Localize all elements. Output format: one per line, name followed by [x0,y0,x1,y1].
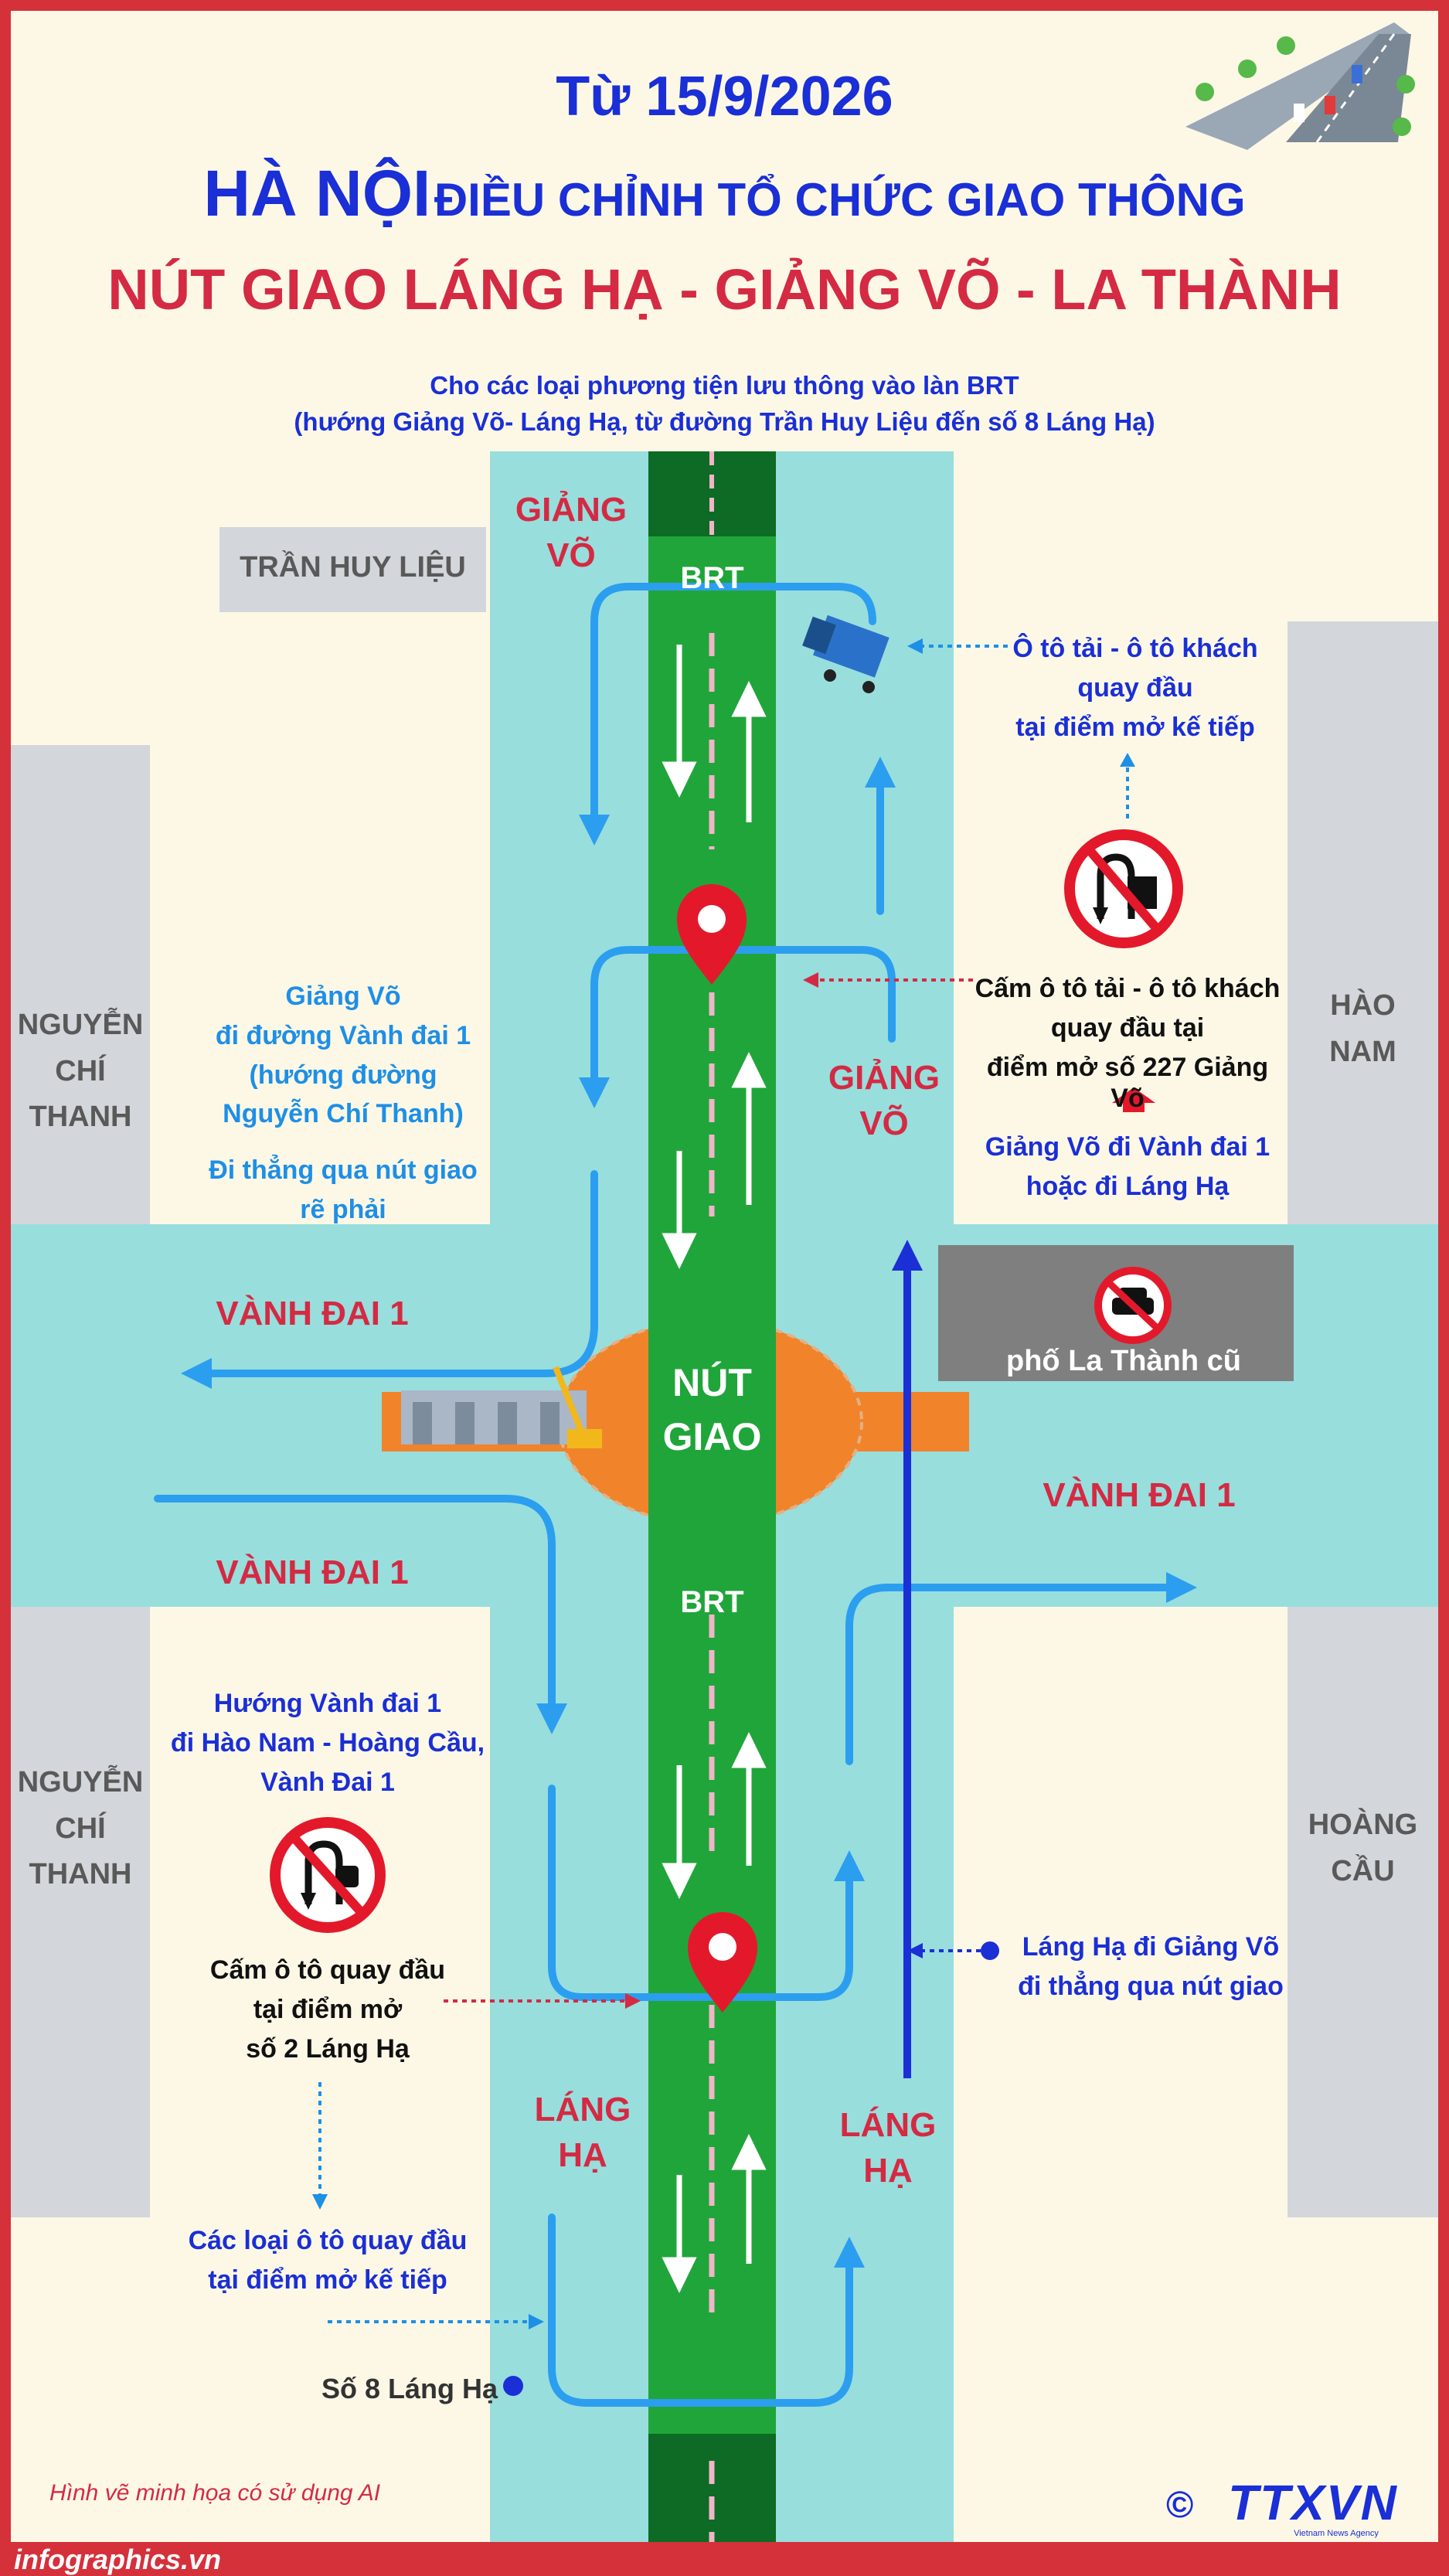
map-pin-icon [688,1912,757,2013]
dot-so8 [503,2376,523,2396]
intro-note-line1: Cho các loại phương tiện lưu thông vào l… [430,371,1019,400]
street-lang-ha-right: LÁNG HẠ [839,2106,937,2190]
brt-label-mid: BRT [680,1585,744,1619]
block-nguyen-chi-thanh-top [11,745,150,1224]
block-nguyen-chi-thanh-bottom [11,1607,150,2217]
date-line: Từ 15/9/2026 [556,66,893,128]
note-gv-to-vd1: Giảng Võ đi Vành đai 1 hoặc đi Láng Hạ [985,1132,1270,1201]
street-la-thanh-cu: phố La Thành cũ [1006,1345,1241,1377]
traffic-diagram [11,22,1438,2542]
street-tran-huy-lieu: TRẦN HUY LIỆU [240,551,466,584]
site-link[interactable]: infographics.vn [14,2544,222,2575]
no-car-sign-icon [1094,1267,1172,1344]
note-lh-to-gv: Láng Hạ đi Giảng Võ đi thẳng qua nút gia… [1018,1932,1284,2001]
pointer-arrowheads [312,638,1135,2329]
note-ban-car: Cấm ô tô quay đầu tại điểm mở số 2 Láng … [209,1955,446,2064]
infographic-frame: Từ 15/9/2026 HÀ NỘI ĐIỀU CHỈNH TỔ CHỨC G… [11,11,1438,2542]
block-tran-huy-lieu [219,527,486,612]
street-vanh-dai-left-top: VÀNH ĐAI 1 [216,1295,409,1332]
intro-note-line2: (hướng Giảng Võ- Láng Hạ, từ đường Trần … [294,407,1155,436]
construction-site-icon [401,1366,602,1448]
page-title: NÚT GIAO LÁNG HẠ - GIẢNG VÕ - LA THÀNH [107,257,1342,322]
street-vanh-dai-left-bottom: VÀNH ĐAI 1 [216,1553,409,1591]
note-truck-uturn: Ô tô tải - ô tô khách quay đầu tại điểm … [1012,634,1258,742]
note-vd1-to-haonam: Hướng Vành đai 1 đi Hào Nam - Hoàng Cầu,… [170,1689,485,1797]
no-uturn-truck-sign-icon [1064,829,1183,948]
street-nguyen-chi-thanh-top: NGUYỄN CHÍ THANH [17,1009,144,1134]
headline-subtitle: ĐIỀU CHỈNH TỔ CHỨC GIAO THÔNG [434,174,1246,226]
note-ban-truck: Cấm ô tô tải - ô tô khách quay đầu tại đ… [975,974,1281,1114]
map-pin-icon [677,884,747,985]
ttxvn-logo: TTXVN [1228,2475,1398,2530]
up-arrow-red [1112,1087,1155,1112]
dot-lang-ha [981,1941,999,1960]
block-hao-nam [1287,621,1438,1224]
note-so8: Số 8 Láng Hạ [321,2373,498,2404]
road-illustration-icon [1185,22,1415,150]
copyright-symbol: © [1166,2485,1194,2526]
brt-lane-dark-bottom [648,2434,776,2542]
junction-label: NÚT GIAO [662,1361,762,1458]
no-uturn-car-sign-icon [270,1817,386,1933]
street-lang-ha-left: LÁNG HẠ [534,2091,631,2174]
note-straight-right: Đi thẳng qua nút giao rẽ phải [209,1155,478,1224]
note-car-uturn: Các loại ô tô quay đầu tại điểm mở kế ti… [188,2226,468,2295]
street-vanh-dai-right: VÀNH ĐAI 1 [1043,1476,1236,1514]
footer-bar: infographics.vn [0,2542,1449,2576]
street-hao-nam: HÀO NAM [1329,989,1396,1068]
ttxvn-logo-sub: Vietnam News Agency [1294,2529,1379,2538]
street-giang-vo-right: GIẢNG VÕ [828,1059,940,1142]
block-hoang-cau [1287,1607,1438,2217]
lane-arrows [662,645,767,2294]
headline: HÀ NỘI ĐIỀU CHỈNH TỔ CHỨC GIAO THÔNG [11,156,1438,231]
truck-icon [802,614,889,693]
pointer-lines [318,645,1129,2323]
brt-label-top: BRT [680,561,744,595]
ai-note: Hình vẽ minh họa có sử dụng AI [49,2480,381,2506]
street-giang-vo-top: GIẢNG VÕ [515,491,628,574]
street-nguyen-chi-thanh-bottom: NGUYỄN CHÍ THANH [17,1766,144,1891]
city-name: HÀ NỘI [203,157,431,230]
flow-arrows [154,583,1197,2407]
street-hoang-cau: HOÀNG CẦU [1308,1809,1418,1887]
note-gv-to-vd1-left: Giảng Võ đi đường Vành đai 1 (hướng đườn… [215,982,471,1129]
